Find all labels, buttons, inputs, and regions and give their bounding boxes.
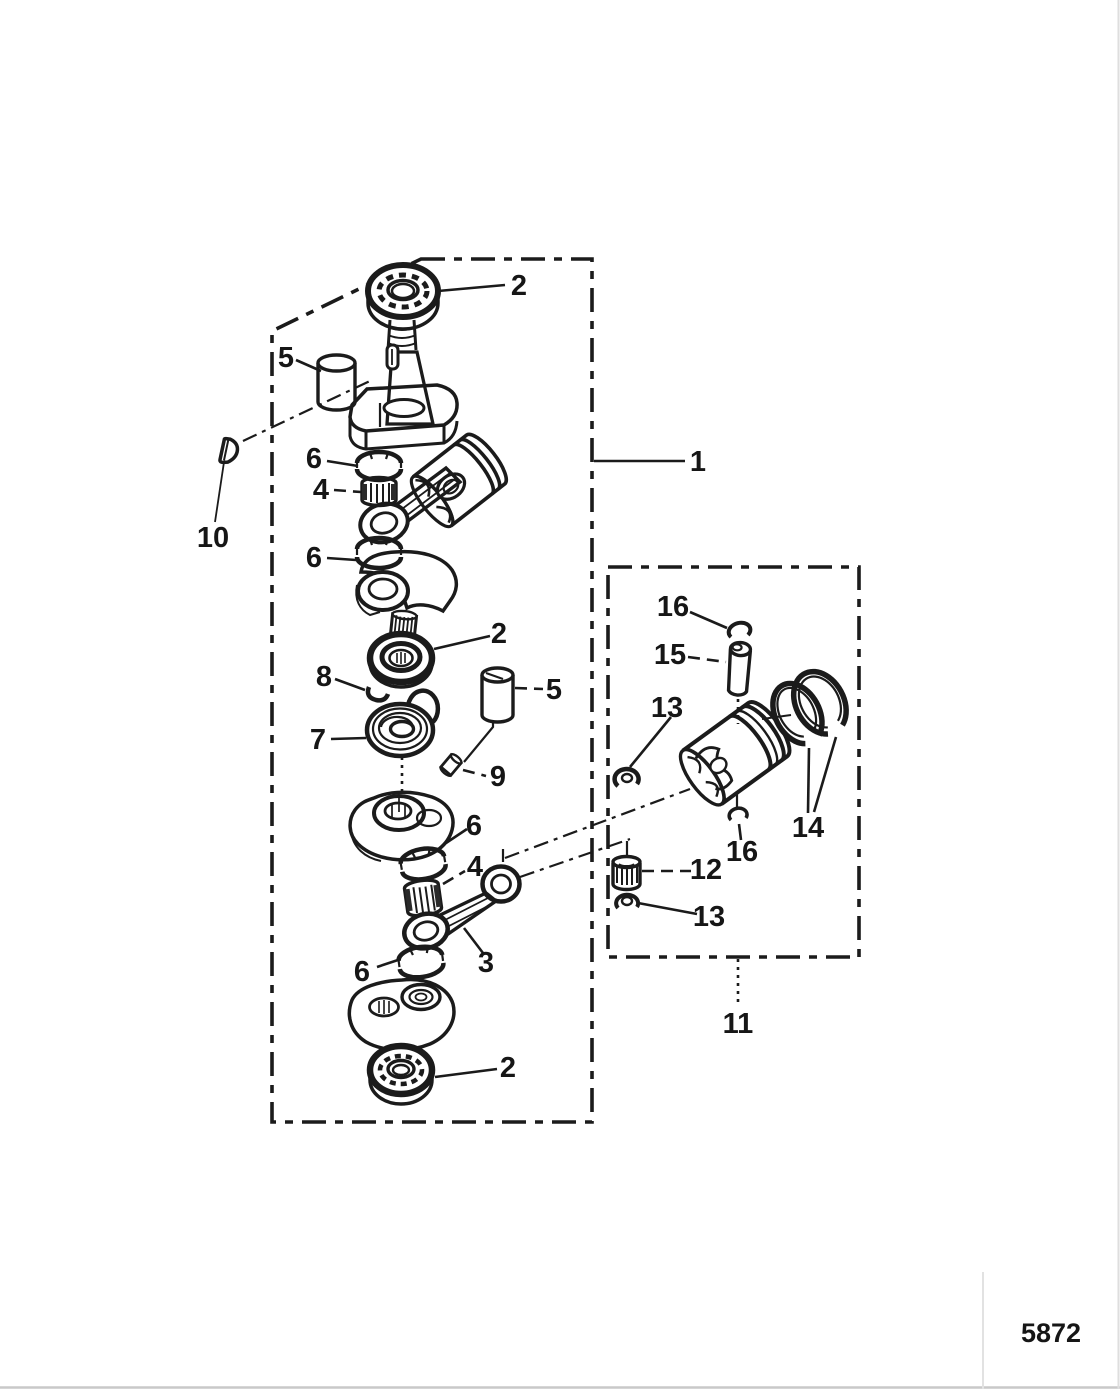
lock-ring-16-top [726, 620, 753, 639]
piston-group-box [606, 565, 861, 959]
ring-fit-mark [761, 714, 792, 720]
roller-cage-4-lower [402, 878, 444, 918]
callout-piston-pin: 15 [654, 639, 686, 671]
callout-pin-right: 5 [546, 674, 562, 706]
washer-13-bottom [614, 892, 641, 910]
connecting-rod-3 [402, 864, 522, 951]
ball-bearing-bottom [366, 1042, 436, 1106]
callout-washer-bottom: 13 [693, 901, 725, 933]
piston-ring-14-rear [790, 668, 849, 737]
callout-washer-top: 13 [651, 692, 683, 724]
bearing-halves-6-third [398, 846, 448, 882]
callout-rod: 3 [478, 947, 494, 979]
callout-bearing-top: 2 [511, 270, 527, 302]
callout-clip-8: 8 [316, 661, 332, 693]
crankshaft-group-box [270, 257, 594, 1124]
clip-8 [365, 686, 391, 703]
woodruff-key-10 [218, 436, 240, 465]
dashed-boxes [270, 257, 861, 1124]
crank-web-3 [348, 790, 455, 862]
callout-bearing-half-3: 6 [466, 810, 482, 842]
bearing-halves-6-upper [354, 449, 404, 483]
callout-bearing-12: 12 [690, 854, 722, 886]
callouts: 2 5 6 4 10 6 2 8 5 7 9 6 4 3 6 2 1 16 15… [197, 270, 1081, 1348]
bearing-halves-6-second [354, 535, 404, 571]
callout-lockring-top: 16 [657, 591, 689, 623]
dowel-pin-5-right [480, 666, 515, 724]
leader-lines [214, 283, 838, 1079]
callout-cage-lower: 4 [467, 851, 483, 883]
callout-bearing-mid: 2 [491, 618, 507, 650]
crank-web-1 [348, 383, 459, 451]
callout-bearing-bottom: 2 [500, 1052, 516, 1084]
crank-web-2 [355, 549, 459, 617]
callout-bearing-half-4: 6 [354, 956, 370, 988]
piston-2 [678, 700, 792, 807]
ball-bearing-top [365, 262, 441, 331]
oil-seal-7 [364, 701, 436, 759]
callout-seal: 7 [310, 724, 326, 756]
callout-lockring-bottom: 16 [726, 836, 758, 868]
bearing-halves-6-bottom [396, 944, 446, 980]
pin-9 [438, 752, 464, 778]
ball-bearing-center [366, 630, 436, 689]
callout-piston-assembly: 11 [723, 1008, 754, 1040]
callout-cage-upper: 4 [313, 474, 329, 506]
dowel-pin-5-left [316, 353, 357, 412]
roller-cage-4-upper [360, 475, 398, 508]
callout-key: 10 [197, 522, 229, 554]
piston-ring-14-front [770, 680, 825, 747]
washer-13-top [612, 766, 641, 788]
callout-rings: 14 [792, 812, 824, 844]
roller-bearing-12 [611, 854, 642, 892]
callout-pin-9: 9 [490, 761, 506, 793]
drawing-number: 5872 [1021, 1318, 1081, 1348]
lock-ring-16-bottom [727, 806, 749, 822]
callout-crank-assembly: 1 [690, 446, 706, 478]
callout-pin-left: 5 [278, 342, 294, 374]
callout-bearing-half-2: 6 [306, 542, 322, 574]
piston-pin-15 [726, 640, 753, 697]
callout-bearing-half-1: 6 [306, 443, 322, 475]
